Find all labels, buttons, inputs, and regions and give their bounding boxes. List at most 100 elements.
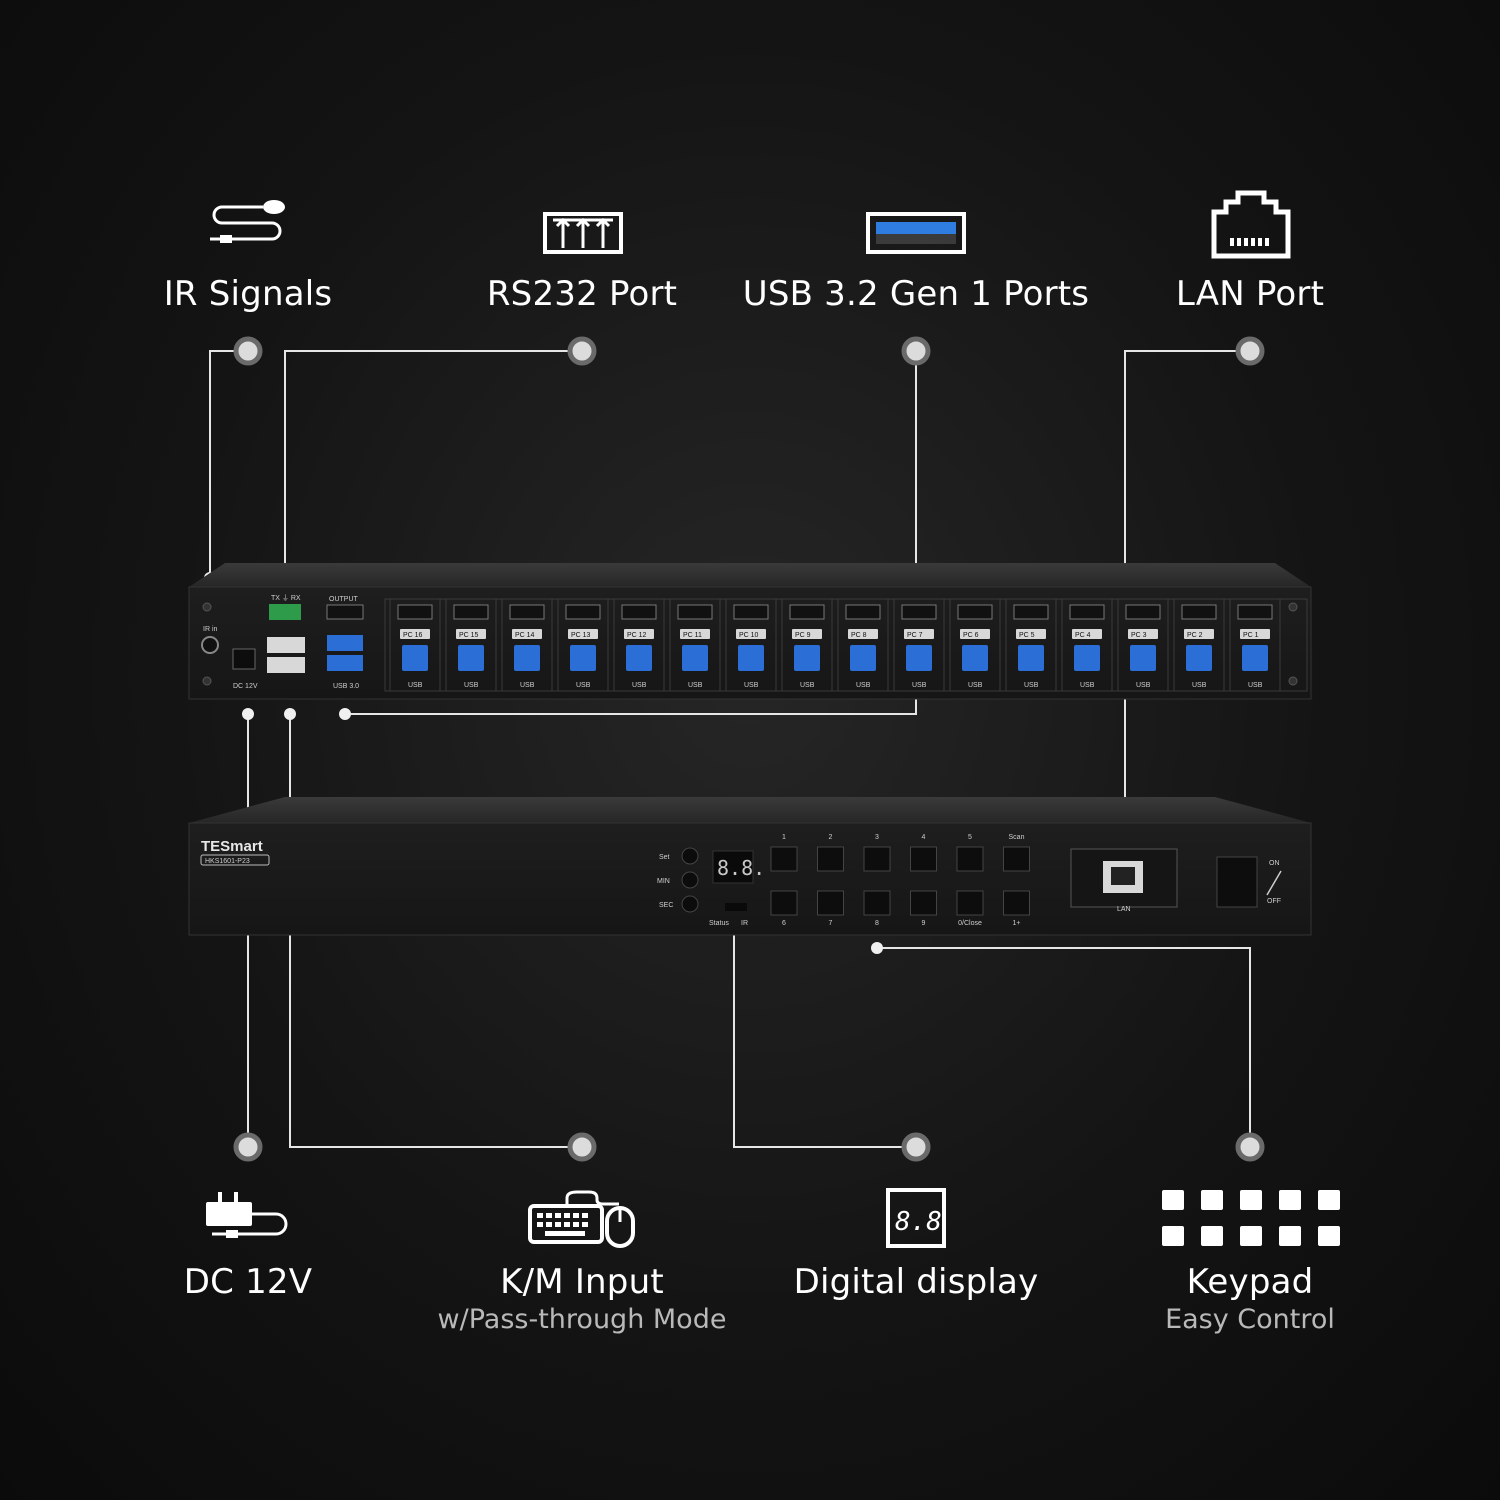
keypad-key[interactable] <box>863 846 891 872</box>
usb-b-port[interactable] <box>906 645 932 671</box>
pc-port-tag <box>904 629 934 639</box>
ir-window <box>725 903 747 911</box>
usb-b-port[interactable] <box>1242 645 1268 671</box>
hdmi-input-port[interactable] <box>1013 604 1049 620</box>
pc-port-frame <box>1229 598 1281 692</box>
feature-ir: IR Signals <box>58 274 438 314</box>
ir-jack[interactable] <box>201 636 219 654</box>
pc-port-tag <box>736 629 766 639</box>
usb3-port-1[interactable] <box>327 635 363 651</box>
hdmi-input-port[interactable] <box>565 604 601 620</box>
min-button[interactable] <box>681 871 699 889</box>
usb-b-port[interactable] <box>1018 645 1044 671</box>
keypad-key[interactable] <box>956 890 984 916</box>
usb-port-label: USB <box>1192 682 1207 689</box>
hdmi-input-port[interactable] <box>1237 604 1273 620</box>
switch-off-label: OFF <box>1267 898 1281 905</box>
hdmi-input-port[interactable] <box>957 604 993 620</box>
usb-b-port[interactable] <box>514 645 540 671</box>
usb-b-port[interactable] <box>570 645 596 671</box>
keypad-key[interactable] <box>1003 846 1030 872</box>
set-button[interactable] <box>681 847 699 865</box>
hdmi-input-port[interactable] <box>845 604 881 620</box>
ir-receiver-icon <box>208 195 290 259</box>
keypad-key-label: 8 <box>875 920 879 927</box>
pc-port-frame <box>1117 598 1169 692</box>
keypad-key[interactable] <box>910 846 937 872</box>
keypad-key[interactable] <box>1003 890 1030 916</box>
keypad-key-label: 7 <box>829 920 833 927</box>
feature-rs232: RS232 Port <box>392 274 772 314</box>
feature-dc-title: DC 12V <box>183 1262 313 1302</box>
usb-b-port[interactable] <box>682 645 708 671</box>
pc-port-tag <box>400 629 430 639</box>
usb-port-label: USB <box>688 682 703 689</box>
usb-b-port[interactable] <box>850 645 876 671</box>
feature-rs232-title: RS232 Port <box>486 274 678 314</box>
power-switch[interactable] <box>1216 856 1258 908</box>
keypad-key-label: 1 <box>782 834 786 841</box>
usb-b-port[interactable] <box>626 645 652 671</box>
hdmi-input-port[interactable] <box>1069 604 1105 620</box>
ethernet-port-icon <box>1210 190 1292 264</box>
rs232-terminal[interactable] <box>269 604 301 620</box>
usb3-port-2[interactable] <box>327 655 363 671</box>
usb-km-port-2[interactable] <box>267 657 305 673</box>
hdmi-input-port[interactable] <box>453 604 489 620</box>
hdmi-input-port[interactable] <box>901 604 937 620</box>
hdmi-input-port[interactable] <box>621 604 657 620</box>
usb-km-port-1[interactable] <box>267 637 305 653</box>
usb-b-port[interactable] <box>794 645 820 671</box>
pc-port-tag <box>1016 629 1046 639</box>
feature-dc: DC 12V <box>58 1262 438 1302</box>
hdmi-input-port[interactable] <box>677 604 713 620</box>
keypad-key[interactable] <box>956 846 984 872</box>
hdmi-input-port[interactable] <box>509 604 545 620</box>
dc-jack[interactable] <box>232 648 256 670</box>
hdmi-input-port[interactable] <box>1125 604 1161 620</box>
usb-b-port[interactable] <box>738 645 764 671</box>
hdmi-input-port[interactable] <box>733 604 769 620</box>
keypad-key[interactable] <box>770 846 798 872</box>
hdmi-input-port[interactable] <box>397 604 433 620</box>
keypad-key[interactable] <box>770 890 798 916</box>
ir-leader-line <box>209 350 248 578</box>
pc-port-tag <box>848 629 878 639</box>
hdmi-output[interactable] <box>326 604 364 620</box>
pc-port-tag <box>680 629 710 639</box>
usb-b-port[interactable] <box>1074 645 1100 671</box>
pc-port-label: PC 15 <box>459 632 479 639</box>
usb-b-port[interactable] <box>1186 645 1212 671</box>
pc-port-tag <box>792 629 822 639</box>
keypad-key[interactable] <box>817 846 844 872</box>
usb-b-port[interactable] <box>458 645 484 671</box>
usb-b-port[interactable] <box>402 645 428 671</box>
keypad-key[interactable] <box>863 890 891 916</box>
usb-b-port[interactable] <box>962 645 988 671</box>
usb-port-label: USB <box>464 682 479 689</box>
hdmi-input-port[interactable] <box>789 604 825 620</box>
usb-b-port[interactable] <box>1130 645 1156 671</box>
pc-port-label: PC 11 <box>683 632 702 639</box>
pc-port-tag <box>1072 629 1102 639</box>
keypad-key[interactable] <box>817 890 844 916</box>
sec-button[interactable] <box>681 895 699 913</box>
rs232-terminal-icon <box>543 212 623 258</box>
pc-port-label: PC 16 <box>403 632 423 639</box>
keypad-key[interactable] <box>910 890 937 916</box>
usb-port-label: USB <box>1080 682 1095 689</box>
hdmi-input-port[interactable] <box>1181 604 1217 620</box>
feature-keypad-title: Keypad <box>1186 1262 1314 1302</box>
pc-port-frame <box>725 598 777 692</box>
ir-window-label: IR <box>741 920 748 927</box>
pc-port-label: PC 3 <box>1131 632 1147 639</box>
brand-logo: TESmart <box>201 838 263 855</box>
keypad-icon <box>1162 1190 1342 1252</box>
keypad-key-label: 4 <box>922 834 926 841</box>
